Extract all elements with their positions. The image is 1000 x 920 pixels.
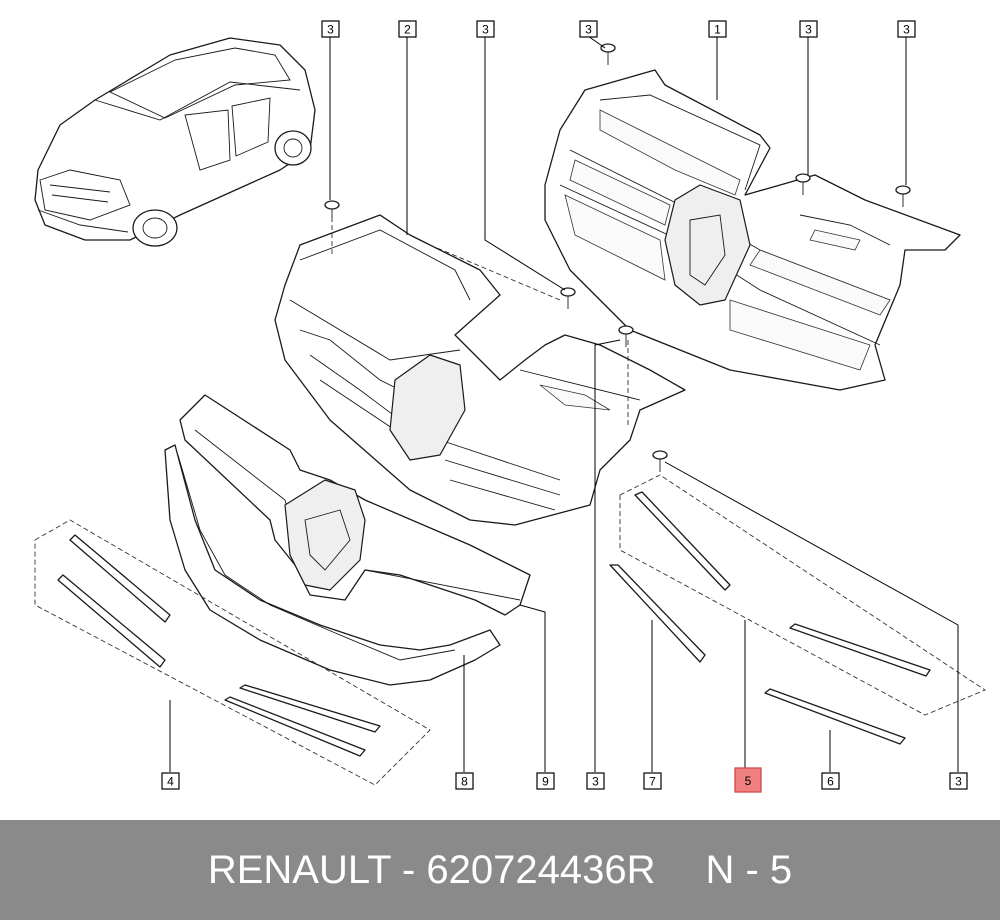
callout-6: 6 bbox=[821, 772, 840, 790]
callout-9: 9 bbox=[536, 772, 555, 790]
exploded-parts-diagram: 3 2 3 3 1 3 3 4 bbox=[34, 20, 986, 793]
part-8-chrome-surround bbox=[164, 444, 501, 686]
callout-label: 1 bbox=[714, 23, 721, 37]
callout-label: 3 bbox=[327, 23, 334, 37]
part-9-grille-insert bbox=[179, 394, 531, 616]
callout-label: 3 bbox=[805, 23, 812, 37]
callout-label: 3 bbox=[903, 23, 910, 37]
callout-3a: 3 bbox=[321, 20, 340, 38]
callout-4: 4 bbox=[161, 772, 180, 790]
callout-label: 5 bbox=[745, 774, 752, 788]
callout-label: 4 bbox=[167, 775, 174, 789]
caption-bar: RENAULT - 620724436R N - 5 bbox=[0, 820, 1000, 920]
clip-d bbox=[895, 185, 911, 207]
callout-3e: 3 bbox=[897, 20, 916, 38]
callout-3f: 3 bbox=[586, 772, 605, 790]
callout-label: 3 bbox=[592, 775, 599, 789]
reference-number-text: N - 5 bbox=[705, 848, 793, 892]
callout-1: 1 bbox=[708, 20, 727, 38]
car-thumbnail bbox=[34, 37, 316, 247]
callout-3c: 3 bbox=[579, 20, 598, 38]
caption-text: RENAULT - 620724436R N - 5 bbox=[0, 820, 1000, 920]
callout-label: 3 bbox=[482, 23, 489, 37]
part-5-6-trim-strips-right bbox=[619, 474, 986, 745]
part-7-trim-strip bbox=[609, 564, 706, 663]
clip-b bbox=[600, 43, 616, 65]
callout-3d: 3 bbox=[799, 20, 818, 38]
leader-lines bbox=[169, 35, 959, 772]
callout-2: 2 bbox=[398, 20, 417, 38]
clip-e bbox=[560, 287, 576, 309]
callout-label: 7 bbox=[649, 775, 656, 789]
callout-label: 3 bbox=[585, 23, 592, 37]
callout-label: 9 bbox=[542, 775, 549, 789]
callout-label: 8 bbox=[461, 775, 468, 789]
clip-f bbox=[618, 325, 634, 347]
callout-8: 8 bbox=[455, 772, 474, 790]
clip-c bbox=[795, 173, 811, 195]
callout-label: 6 bbox=[827, 775, 834, 789]
clip-a bbox=[324, 200, 340, 222]
callout-3b: 3 bbox=[476, 20, 495, 38]
callout-5-highlighted: 5 bbox=[734, 767, 762, 793]
callout-label: 2 bbox=[404, 23, 411, 37]
part-1-grille-assembly bbox=[544, 69, 961, 391]
clip-g bbox=[652, 450, 668, 472]
callout-7: 7 bbox=[643, 772, 662, 790]
callout-label: 3 bbox=[955, 775, 962, 789]
part-number-text: RENAULT - 620724436R bbox=[207, 848, 656, 892]
part-4-trim-strips-left bbox=[34, 519, 431, 786]
part-2-grille-frame bbox=[274, 214, 686, 526]
callout-3g: 3 bbox=[949, 772, 968, 790]
